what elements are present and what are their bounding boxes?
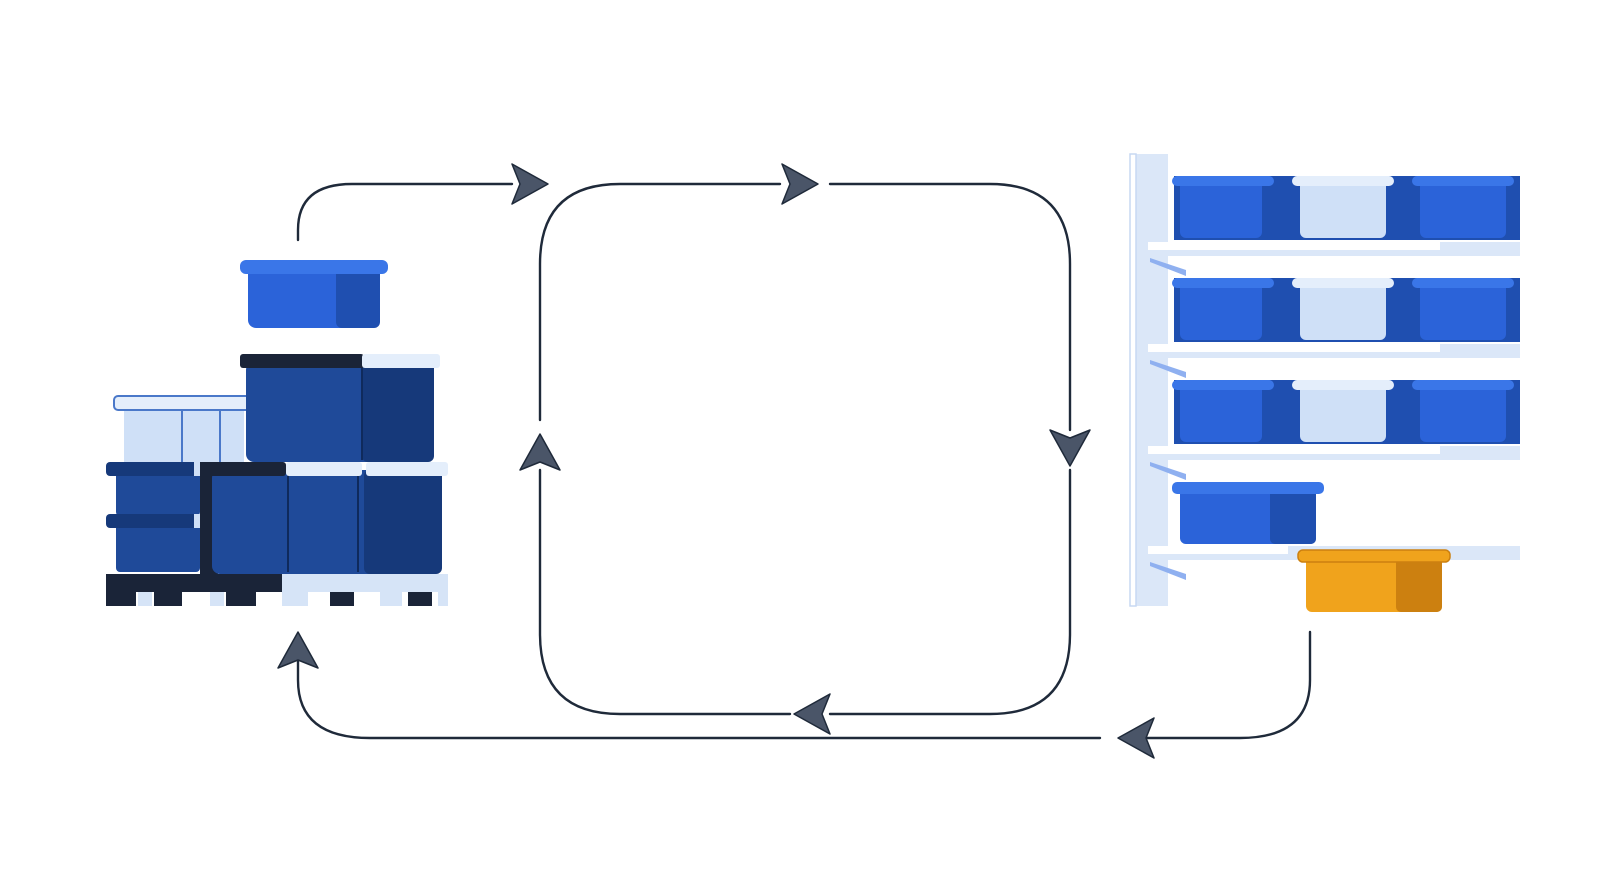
stacked-bins-on-pallet-icon [106, 260, 448, 606]
navy-bin-row [200, 462, 448, 574]
outer-loop-bottom-path [296, 630, 1312, 740]
arrow-right-icon [511, 163, 549, 205]
floating-bin [240, 260, 388, 328]
inner-loop-path [538, 182, 1072, 716]
navy-bin-small [106, 462, 206, 572]
light-bin [113, 395, 253, 466]
arrow-down-icon [1049, 429, 1091, 467]
outer-loop-top-path [296, 182, 514, 242]
shelving-with-bins-icon [1129, 153, 1520, 612]
arrow-right-icon [781, 163, 819, 205]
arrow-left-icon [1117, 717, 1155, 759]
navy-bin-large [240, 354, 440, 462]
shelf-bin-row-2 [1172, 278, 1520, 342]
shelf-bin-row-4 [1172, 482, 1324, 544]
shelf-bin-row-1 [1172, 176, 1520, 240]
highlighted-orange-bin [1297, 549, 1451, 612]
arrow-up-icon [519, 433, 561, 471]
pallet [106, 574, 448, 606]
shelf-bin-row-3 [1172, 380, 1520, 444]
arrow-left-icon [793, 693, 831, 735]
arrow-up-icon [277, 631, 319, 669]
